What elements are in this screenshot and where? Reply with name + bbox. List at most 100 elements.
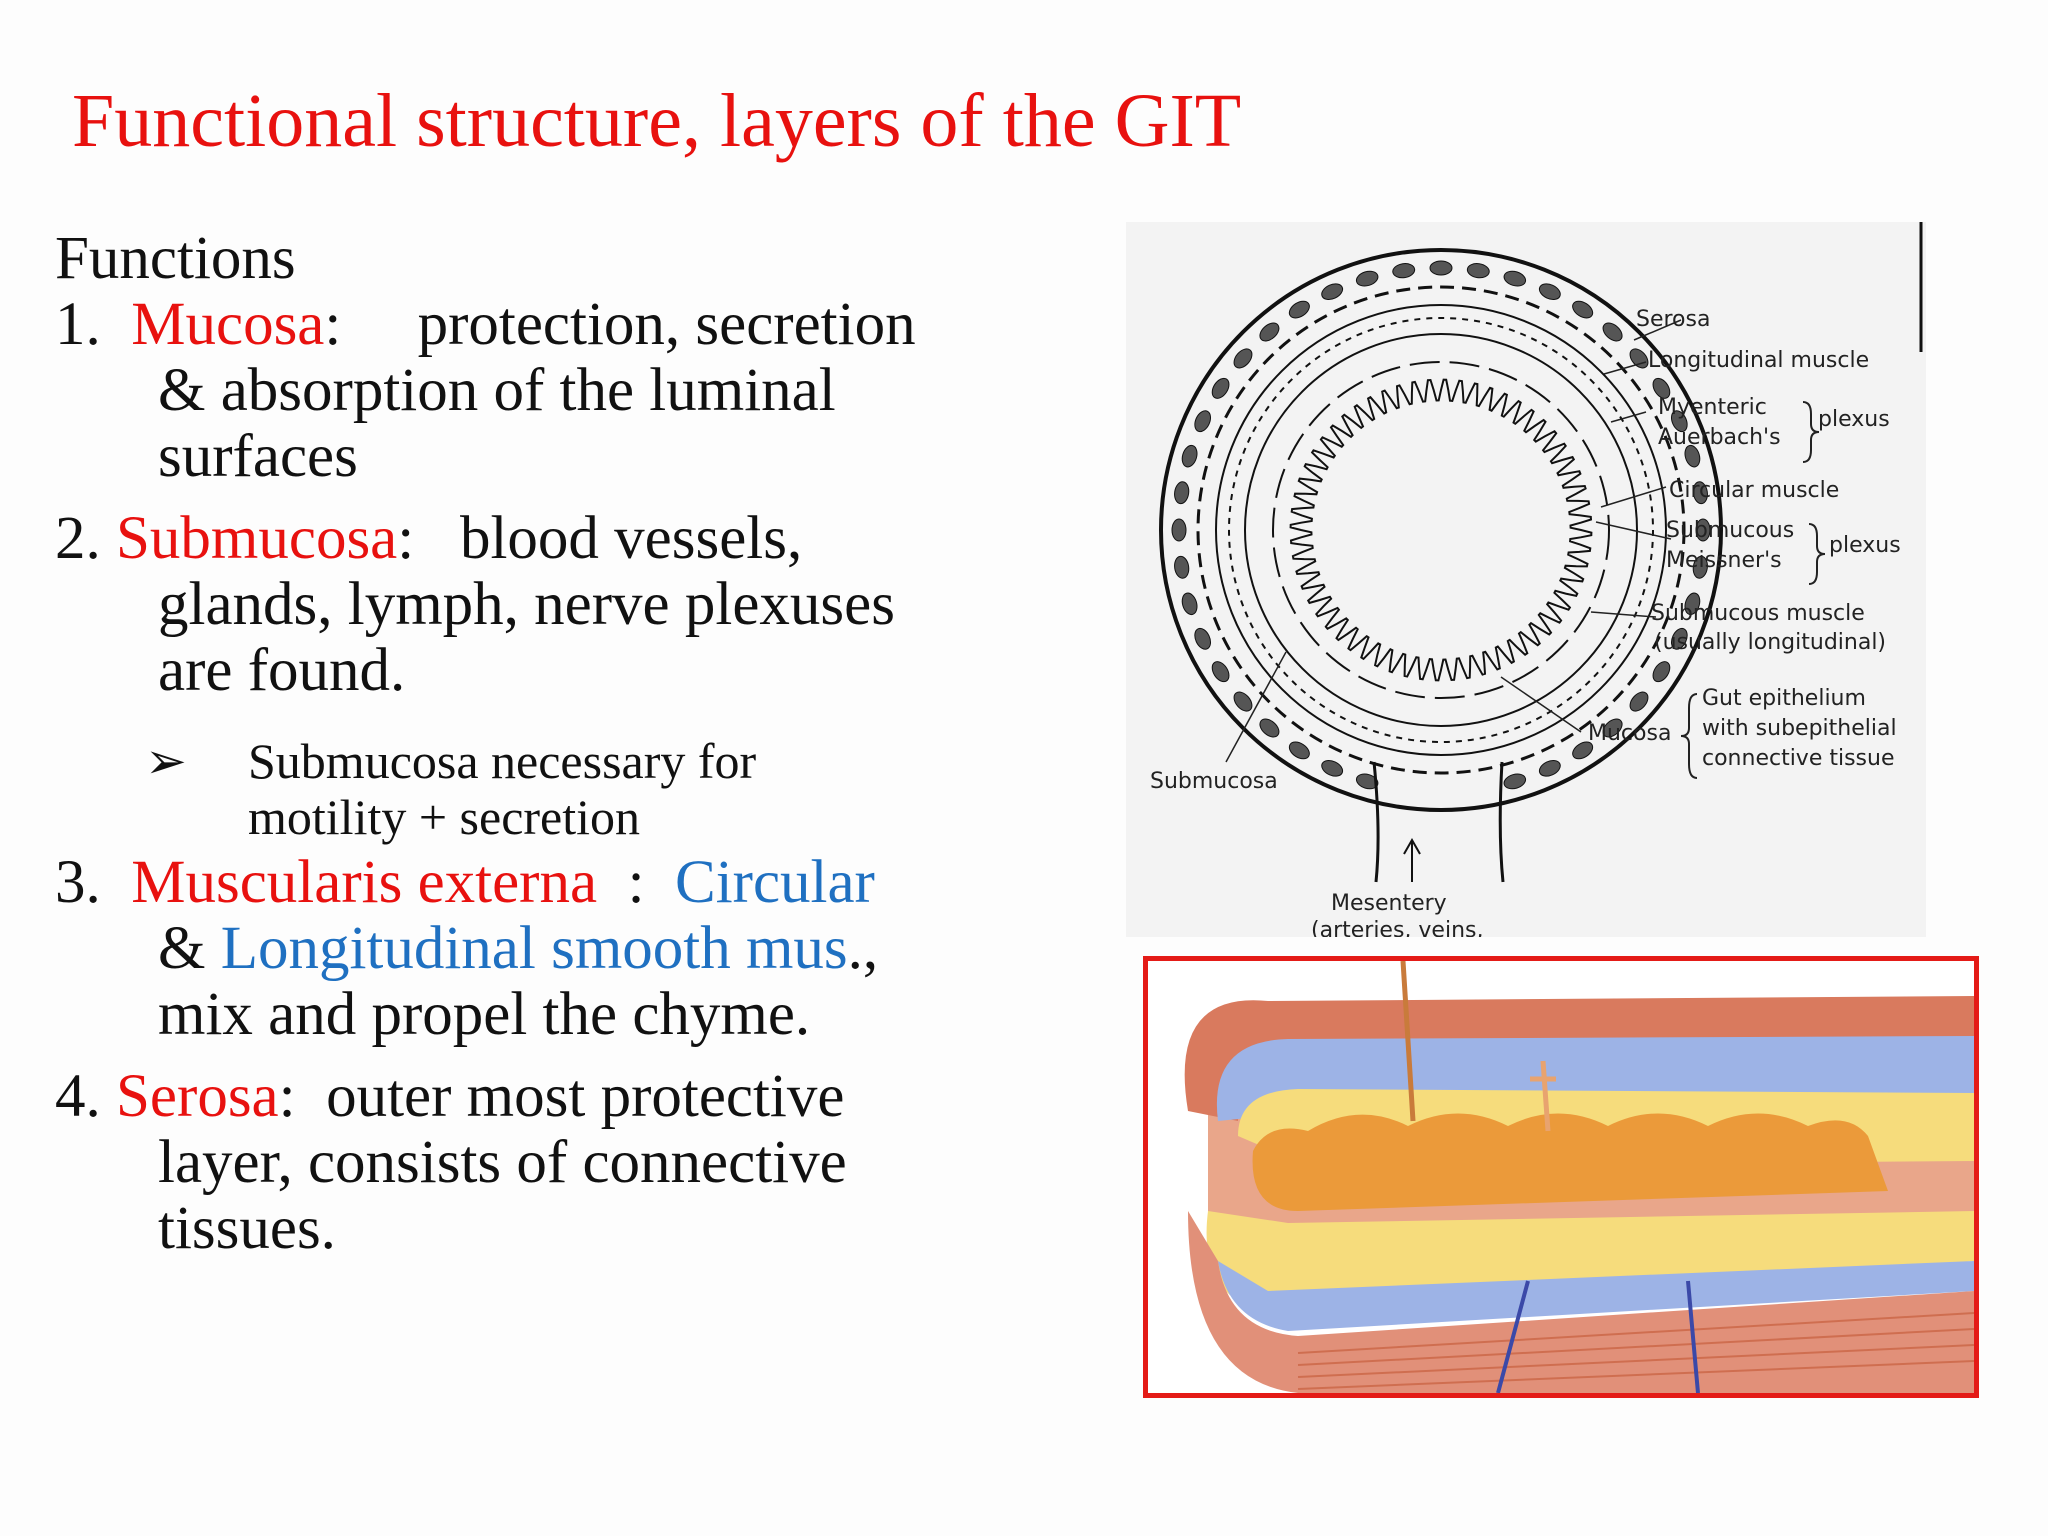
serosa-nodule	[1181, 592, 1198, 616]
serosa-nodule	[1652, 377, 1671, 399]
list-item-serosa: 4. Serosa: outer most protective	[55, 1064, 1065, 1130]
serosa-nodule	[1181, 444, 1198, 468]
serosa-nodule	[1466, 263, 1490, 279]
serosa-nodule	[1211, 661, 1230, 683]
label-usually-longitudinal: (usually longitudinal)	[1654, 630, 1886, 655]
serosa-nodule	[1174, 555, 1190, 579]
label-arteries-veins: (arteries, veins,	[1311, 918, 1483, 937]
item-separator: :	[597, 849, 676, 916]
serosa-nodule	[1602, 322, 1623, 342]
serosa-nodule	[1288, 741, 1310, 760]
vessel-top	[1400, 961, 1416, 1122]
serosa-nodule	[1692, 555, 1708, 579]
serosa-nodule	[1695, 518, 1711, 542]
serosa-nodule	[1288, 300, 1310, 319]
intestine-wall-illustration	[1143, 956, 1979, 1398]
item-number: 2.	[55, 505, 101, 572]
serosa-nodule	[1194, 410, 1212, 433]
item-number: 4.	[55, 1063, 101, 1130]
serosa-nodule	[1684, 444, 1701, 468]
serosa-nodule	[1538, 759, 1561, 777]
item-text-line: & Longitudinal smooth mus.,	[55, 916, 1065, 982]
term-circular: Circular	[675, 849, 875, 916]
list-item-submucosa: 2. Submucosa: blood vessels,	[55, 506, 1065, 572]
item-text: .,	[847, 915, 879, 982]
serosa-nodule	[1392, 263, 1416, 279]
term-serosa: Serosa	[116, 1063, 279, 1130]
term-muscularis-externa: Muscularis externa	[131, 849, 598, 916]
serosa-nodule	[1211, 377, 1230, 399]
circular-muscle-outer-ring	[1215, 304, 1667, 756]
serosa-nodule	[1233, 691, 1253, 712]
item-separator: :	[324, 291, 342, 358]
serosa-band	[1184, 996, 1974, 1121]
label-mucosa: Mucosa	[1588, 721, 1671, 746]
serosa-nodule	[1321, 283, 1344, 301]
mesentery-stalk	[1372, 761, 1505, 883]
item-number: 1.	[55, 291, 101, 358]
serosa-nodule	[1174, 481, 1190, 505]
item-text: outer most protective	[326, 1063, 845, 1130]
serosa-nodule	[1684, 592, 1701, 616]
label-submucosa: Submucosa	[1150, 769, 1278, 794]
longitudinal-muscle-ring	[1196, 285, 1686, 775]
submucosa-ring	[1272, 361, 1610, 699]
serosa-nodule	[1503, 270, 1527, 287]
label-plexus-2: plexus	[1829, 533, 1901, 558]
label-submucous: Submucous	[1666, 518, 1794, 543]
label-auerbachs: Auerbach's	[1658, 425, 1781, 450]
term-longitudinal: Longitudinal smooth mus	[220, 915, 848, 982]
label-gut-epithelium: Gut epithelium	[1702, 686, 1866, 711]
submucous-muscle-ring	[1244, 333, 1638, 727]
item-text-line: mix and propel the chyme.	[158, 981, 811, 1048]
label-with-subepithelial: with subepithelial	[1702, 716, 1897, 741]
item-separator: :	[397, 505, 415, 572]
serosa-nodule	[1259, 718, 1280, 738]
brace-lines	[1680, 401, 1826, 779]
serosa-nodule	[1194, 627, 1212, 650]
circular-muscle-inner-ring	[1228, 317, 1654, 743]
mucosa-villi	[1289, 378, 1593, 682]
item-text-line: surfaces	[158, 423, 358, 490]
item-text-line: & absorption of the luminal	[158, 357, 836, 424]
villi-fold-layer	[1252, 1113, 1888, 1211]
serosa-nodule	[1233, 348, 1253, 369]
serosa-nodule	[1259, 322, 1280, 342]
label-mesentery: Mesentery	[1331, 891, 1447, 916]
muscle-stripes	[1297, 1312, 1974, 1390]
gut-cross-section-diagram: Serosa Longitudinal muscle Myenteric Aue…	[1126, 222, 1926, 937]
term-submucosa: Submucosa	[116, 505, 398, 572]
blue-vessels	[1496, 1280, 1700, 1393]
item-text: blood vessels,	[459, 505, 803, 572]
serosa-nodule	[1629, 691, 1649, 712]
label-circular-muscle: Circular muscle	[1669, 478, 1839, 503]
label-myenteric: Myenteric	[1658, 395, 1767, 420]
label-connective-tissue: connective tissue	[1702, 746, 1895, 771]
serosa-nodule	[1572, 300, 1594, 319]
mesentery-arrow-icon	[1403, 837, 1421, 882]
item-number: 3.	[55, 849, 101, 916]
serosa-ring	[1159, 248, 1723, 812]
serosa-nodule	[1670, 627, 1688, 650]
lower-blue-band	[1218, 1261, 1974, 1331]
leader-lines	[1225, 319, 1682, 763]
page-title: Functional structure, layers of the GIT	[72, 79, 1242, 163]
sub-bullet-line: motility + secretion	[248, 789, 641, 845]
serosa-nodules	[1171, 260, 1711, 790]
functions-list: Functions 1. Mucosa: protection, secreti…	[55, 226, 1065, 1262]
list-item-mucosa: 1. Mucosa: protection, secretion	[55, 292, 1065, 358]
item-text-line: glands, lymph, nerve plexuses	[158, 571, 895, 638]
serosa-nodule	[1670, 410, 1688, 433]
label-longitudinal-muscle: Longitudinal muscle	[1648, 348, 1869, 373]
label-submucous-muscle: Submucous muscle	[1651, 601, 1865, 626]
arrow-bullet-icon: ➢	[145, 733, 187, 789]
list-item-muscularis: 3. Muscularis externa : Circular	[55, 850, 1065, 916]
serosa-nodule	[1429, 260, 1453, 276]
item-text: protection, secretion	[417, 291, 916, 358]
ampersand: &	[158, 915, 221, 982]
serosa-nodule	[1572, 741, 1594, 760]
term-mucosa: Mucosa	[131, 291, 325, 358]
label-meissners: Meissner's	[1666, 548, 1782, 573]
serosa-nodule	[1355, 773, 1379, 790]
item-text-line: are found.	[158, 637, 406, 704]
